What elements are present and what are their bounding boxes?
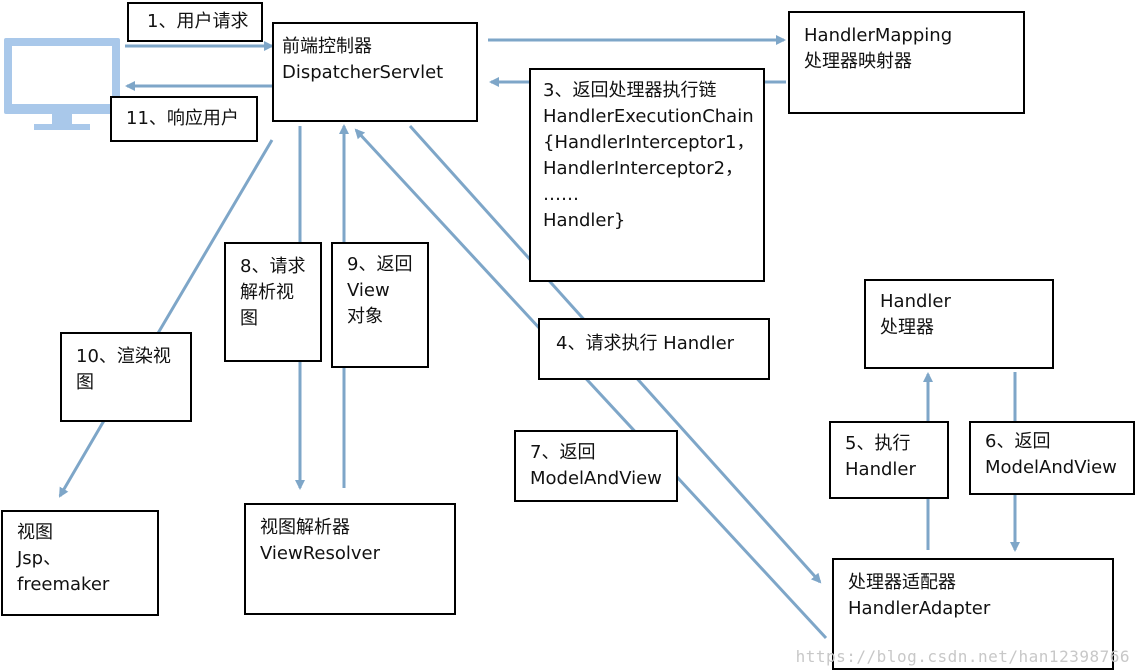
step11-response-label: 11、响应用户 [110, 96, 258, 142]
view-box: 视图 Jsp、freemaker [1, 510, 159, 616]
step3-handler-chain-box: 3、返回处理器执行链 HandlerExecutionChain {Handle… [529, 68, 765, 282]
step6-return-modelandview-label: 6、返回 ModelAndView [969, 421, 1135, 495]
step5-execute-handler-label: 5、执行 Handler [829, 421, 949, 499]
step10-render-view-label: 10、渲染视 图 [60, 332, 192, 422]
step8-request-resolve-label: 8、请求 解析视 图 [224, 242, 322, 362]
view-resolver-box: 视图解析器 ViewResolver [244, 503, 456, 615]
step9-return-view-label: 9、返回 View 对象 [331, 242, 429, 368]
step4-request-execute-label: 4、请求执行 Handler [538, 318, 770, 380]
step1-request-label: 1、用户请求 [127, 2, 263, 42]
handler-box: Handler 处理器 [864, 279, 1054, 369]
dispatcher-servlet-box: 前端控制器 DispatcherServlet [272, 22, 478, 122]
handler-adapter-box: 处理器适配器 HandlerAdapter [832, 558, 1114, 670]
watermark-url: https://blog.csdn.net/han12398766 [795, 647, 1130, 666]
step7-return-modelandview-label: 7、返回 ModelAndView [514, 430, 678, 502]
arrow-return-modelandview [354, 128, 828, 640]
monitor-icon [4, 38, 120, 130]
handler-mapping-box: HandlerMapping 处理器映射器 [788, 11, 1025, 114]
